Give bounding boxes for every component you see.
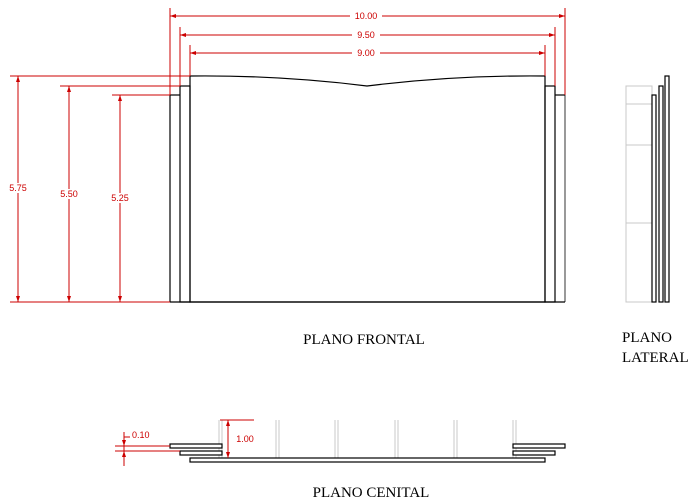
top-panel-back-left: [169, 443, 223, 449]
top-dimension-arrows: [122, 420, 230, 458]
middle-panel-right: [544, 85, 556, 303]
side-view-title-line2: LATERAL: [622, 350, 689, 366]
top-panel-back-right: [512, 443, 566, 449]
top-panel-middle-right: [512, 450, 556, 456]
front-dimension-labels: 10.00 9.50 9.00 5.75 5.50 5.25: [6, 11, 382, 203]
top-hidden-lines: [218, 420, 517, 458]
dim-width-outer: 10.00: [355, 11, 378, 21]
side-view-title-line1: PLANO: [622, 330, 672, 346]
middle-panel-left: [179, 85, 191, 303]
side-hidden-lines: [625, 85, 653, 303]
top-panel-front: [189, 457, 546, 463]
top-view: [169, 420, 566, 463]
dim-width-inner: 9.00: [357, 48, 375, 58]
dim-thickness: 0.10: [132, 430, 150, 440]
side-panel-middle: [658, 85, 664, 303]
side-panel-back: [651, 94, 657, 303]
top-view-title: PLANO CENITAL: [313, 485, 430, 501]
dim-depth: 1.00: [236, 434, 254, 444]
top-dimensions: [115, 419, 254, 466]
front-view-title: PLANO FRONTAL: [303, 332, 425, 348]
dim-height-inner: 5.25: [111, 193, 129, 203]
side-panels: [651, 75, 670, 303]
front-dimension-arrows: [16, 14, 565, 302]
dim-height-outer: 5.75: [9, 183, 27, 193]
side-view: [625, 75, 670, 303]
side-panel-front: [664, 75, 670, 303]
dim-height-middle: 5.50: [60, 189, 78, 199]
front-dimensions: [10, 8, 566, 303]
top-panel-middle-left: [179, 450, 223, 456]
top-panels: [169, 443, 566, 463]
dim-width-middle: 9.50: [357, 30, 375, 40]
front-panel: [189, 75, 546, 303]
front-view: [169, 75, 566, 303]
